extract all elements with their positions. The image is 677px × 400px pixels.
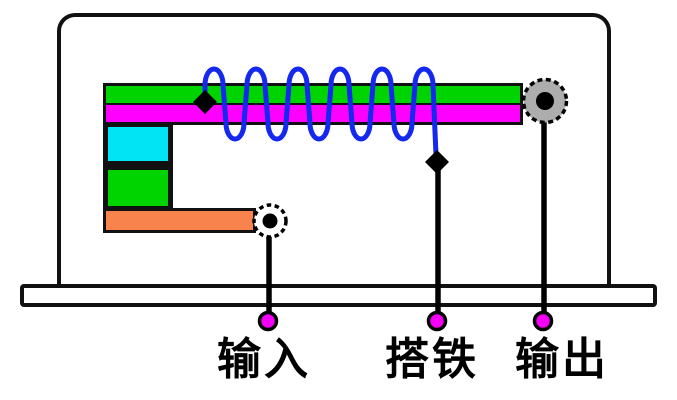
side-block-stack	[103, 122, 173, 211]
core-bar	[103, 83, 523, 125]
ground-pin-dot	[426, 310, 448, 332]
output-label: 输出	[515, 334, 609, 385]
mounting-base	[20, 284, 657, 307]
ground-junction-dot	[425, 150, 449, 174]
block-separator	[108, 161, 168, 170]
input-terminal-center	[262, 213, 278, 229]
coil-winding	[202, 66, 439, 158]
core-layer-separator	[106, 103, 520, 105]
green-block	[108, 170, 168, 206]
input-pin-dot	[257, 310, 279, 332]
input-label: 输入	[217, 334, 311, 385]
cyan-block	[108, 127, 168, 161]
output-terminal-center	[536, 92, 554, 110]
output-pin-dot	[532, 310, 554, 332]
coil-tap-junction-dot	[193, 90, 217, 114]
ground-label: 搭铁	[385, 334, 479, 385]
